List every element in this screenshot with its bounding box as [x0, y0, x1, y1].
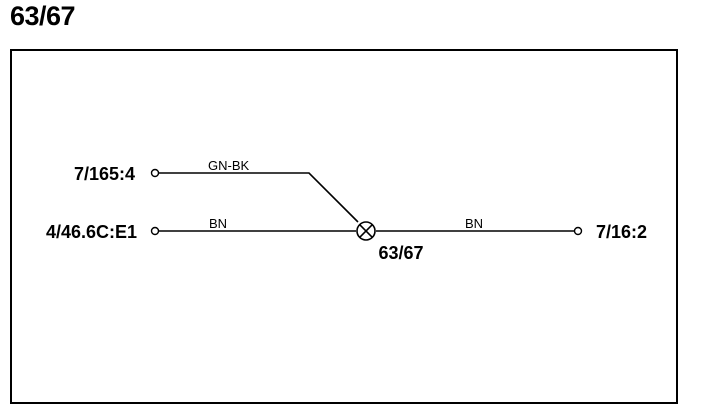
wire-label-bottom-left: BN — [209, 216, 227, 231]
terminal-right — [573, 226, 583, 236]
page-title: 63/67 — [10, 1, 76, 31]
connector-label-left-bottom: 4/46.6C:E1 — [46, 222, 137, 242]
wire-gn-bk — [159, 172, 359, 223]
connector-label-left-top: 7/165:4 — [74, 164, 135, 184]
connector-label-right: 7/16:2 — [596, 222, 647, 242]
terminal-left-top — [150, 168, 160, 178]
diagram-frame — [10, 49, 678, 404]
wire-label-right: BN — [465, 216, 483, 231]
terminal-left-bottom — [150, 226, 160, 236]
splice-icon — [356, 221, 376, 241]
splice-label: 63/67 — [378, 243, 423, 263]
wire-label-top: GN-BK — [208, 158, 250, 173]
